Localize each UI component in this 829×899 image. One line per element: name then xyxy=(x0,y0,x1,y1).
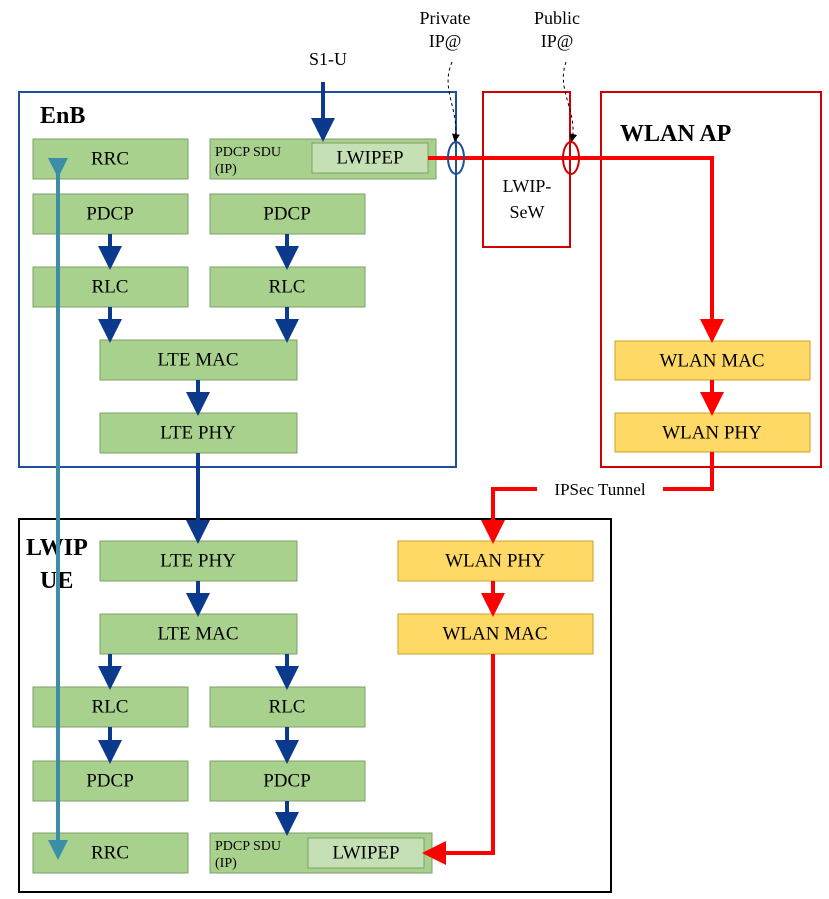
enb-pdcp-sdu-label-line2: (IP) xyxy=(215,162,237,177)
ue-lte-phy-block xyxy=(99,540,298,582)
ue-wlan-mac-label: WLAN MAC xyxy=(442,624,547,645)
enb-rlc-right-label: RLC xyxy=(269,277,306,298)
enb-lte-mac-label: LTE MAC xyxy=(157,350,238,371)
ue-lte-phy-label: LTE PHY xyxy=(160,551,236,572)
enb-rlc-right-block xyxy=(209,266,366,308)
ue-lte-mac-label: LTE MAC xyxy=(157,624,238,645)
wlan-ap-phy-block xyxy=(614,412,811,453)
ue-container xyxy=(18,518,612,893)
public-ip-pointer xyxy=(562,61,578,142)
lwip-sew-label-line2: SeW xyxy=(510,202,545,222)
ue-pdcp-sdu-label-line1: PDCP SDU xyxy=(215,839,281,854)
ue-wlan-phy-label: WLAN PHY xyxy=(445,551,545,572)
ue-pdcp-left-label: PDCP xyxy=(86,771,134,792)
ue-wlan-mac-to-lwipep-arrow xyxy=(422,654,495,865)
ipsec-tunnel-label-bg xyxy=(537,479,663,499)
enb-lte-mac-block xyxy=(99,339,298,381)
wlan-ap-phy-label: WLAN PHY xyxy=(662,423,762,444)
private-ip-label-line1: Private xyxy=(420,8,471,28)
public-ip-label-line1: Public xyxy=(534,8,580,28)
enb-rlc-left-label: RLC xyxy=(92,277,129,298)
enb-lwipep-block xyxy=(311,142,429,174)
ue-lwipep-label: LWIPEP xyxy=(332,843,399,864)
private-ip-label-line2: IP@ xyxy=(429,31,462,51)
private-ip-oval xyxy=(447,141,465,175)
enb-pdcp-right-label: PDCP xyxy=(263,204,311,225)
public-ip-oval xyxy=(562,141,580,175)
s1u-label: S1-U xyxy=(309,49,347,69)
lte-arrows xyxy=(98,82,335,836)
enb-lte-phy-label: LTE PHY xyxy=(160,423,236,444)
enb-rrc-label: RRC xyxy=(91,149,129,170)
ipsec-tunnel-label: IPSec Tunnel xyxy=(554,480,645,499)
enb-rrc-block xyxy=(32,138,189,180)
enb-container xyxy=(18,91,457,468)
wlan-path xyxy=(422,156,724,865)
enb-pdcp-right-block xyxy=(209,193,366,235)
public-ip-label-line2: IP@ xyxy=(541,31,574,51)
enb-lwipep-label: LWIPEP xyxy=(336,148,403,169)
enb-pdcp-left-label: PDCP xyxy=(86,204,134,225)
lwip-sew-label-line1: LWIP- xyxy=(503,176,552,196)
lwip-sew-container xyxy=(482,91,571,248)
ue-rlc-left-label: RLC xyxy=(92,697,129,718)
ue-rrc-label: RRC xyxy=(91,843,129,864)
private-ip-pointer xyxy=(447,61,460,142)
wlan-ap-mac-label: WLAN MAC xyxy=(659,351,764,372)
ue-pdcp-sdu-label-line2: (IP) xyxy=(215,856,237,871)
ue-rlc-right-label: RLC xyxy=(269,697,306,718)
enb-title: EnB xyxy=(40,103,85,129)
wlan-ap-title: WLAN AP xyxy=(620,121,731,147)
enb-lte-phy-block xyxy=(99,412,298,454)
ue-pdcp-right-label: PDCP xyxy=(263,771,311,792)
lwipep-to-wlan-ap-arrow xyxy=(428,156,724,343)
enb-pdcp-sdu-label-line1: PDCP SDU xyxy=(215,145,281,160)
wlan-ap-mac-block xyxy=(614,340,811,381)
ue-wlan-phy-block xyxy=(397,540,594,582)
